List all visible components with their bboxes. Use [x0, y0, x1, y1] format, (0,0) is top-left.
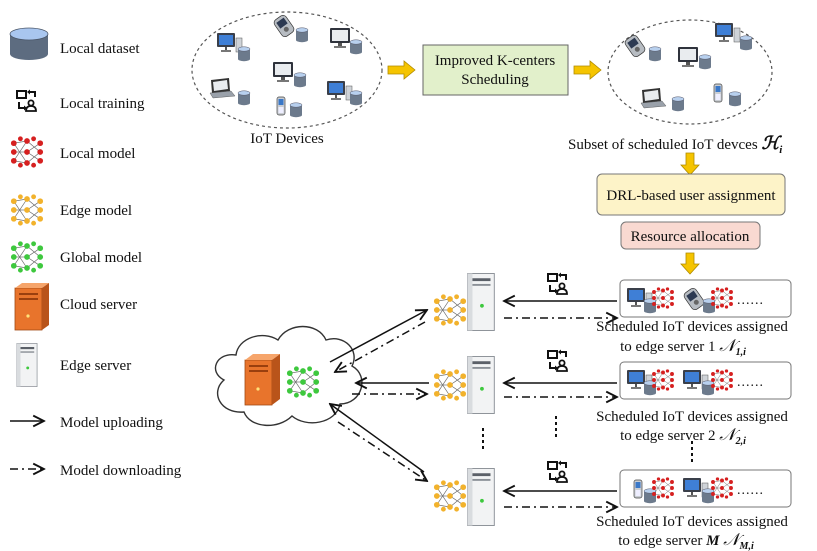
- edge-server-1: [467, 273, 495, 331]
- groupm-line2: to edge server M 𝒩M,i: [618, 530, 754, 551]
- local-training-icon: [547, 459, 568, 483]
- global-model-icon: [10, 240, 44, 274]
- flow-arrow-icon: [387, 60, 416, 80]
- upload-arrow-icon: [330, 404, 425, 473]
- edge-model-m: [433, 479, 467, 513]
- groupm-line1: Scheduled IoT devices assigned: [596, 514, 788, 530]
- group1-line2: to edge server 1 𝒩1,i: [620, 336, 746, 358]
- drl-label: DRL-based user assignment: [606, 188, 776, 204]
- edge-server-icon: [16, 343, 38, 387]
- flow-arrow-icon: [680, 252, 700, 275]
- drl-assignment-box: DRL-based user assignment: [596, 173, 786, 216]
- download-arrow-icon: [335, 321, 426, 372]
- svg-text:......: ......: [737, 375, 764, 390]
- edge-server-2: [467, 356, 495, 414]
- legend-local-model: Local model: [60, 146, 135, 162]
- device-group-m: ......: [619, 469, 792, 508]
- cloud: [214, 325, 363, 427]
- iot-devices-cluster: [191, 11, 383, 129]
- group2-line2: to edge server 2 𝒩2,i: [620, 425, 746, 447]
- edge-server-m: [467, 468, 495, 526]
- edge-device-links: [504, 301, 617, 507]
- resource-label: Resource allocation: [631, 229, 750, 245]
- local-training-icon: [16, 88, 37, 112]
- local-dataset-icon: [9, 27, 49, 60]
- svg-text:......: ......: [737, 483, 764, 498]
- group1-line1: Scheduled IoT devices assigned: [596, 319, 788, 335]
- flow-arrow-icon: [680, 152, 700, 176]
- subset-label: Subset of scheduled IoT devces ℋi: [568, 133, 783, 156]
- local-model-icon: [10, 135, 44, 169]
- flow-arrow-icon: [573, 60, 602, 80]
- iot-devices-label: IoT Devices: [250, 131, 324, 147]
- legend-local-dataset: Local dataset: [60, 41, 140, 57]
- resource-allocation-box: Resource allocation: [620, 221, 761, 250]
- local-training-icon: [547, 348, 568, 372]
- legend-model-uploading: Model uploading: [60, 415, 163, 431]
- legend-local-training: Local training: [60, 96, 145, 112]
- legend-model-downloading: Model downloading: [60, 463, 182, 479]
- kcenters-line1: Improved K-centers: [435, 53, 556, 69]
- edge-server-ellipsis: [482, 416, 693, 462]
- cloud-edge-links: [330, 310, 429, 481]
- edge-model-icon: [10, 193, 44, 227]
- svg-text:......: ......: [737, 293, 764, 308]
- edge-model-1: [433, 293, 467, 327]
- cloud-server-icon: [14, 283, 49, 331]
- edge-model-2: [433, 368, 467, 402]
- local-training-icon: [547, 271, 568, 295]
- upload-arrow-icon: [329, 310, 427, 363]
- cloud-server: [244, 354, 280, 406]
- device-group-2: ......: [619, 361, 792, 400]
- kcenters-scheduling-box: Improved K-centers Scheduling: [422, 44, 569, 96]
- legend-global-model: Global model: [60, 250, 142, 266]
- legend-cloud-server: Cloud server: [60, 297, 137, 313]
- download-arrow-icon: [337, 421, 427, 481]
- legend-edge-model: Edge model: [60, 203, 132, 219]
- legend: Local dataset Local training Local model…: [9, 27, 182, 479]
- device-group-1: ......: [619, 279, 792, 318]
- scheduled-subset-cluster: [607, 19, 773, 125]
- legend-edge-server: Edge server: [60, 358, 131, 374]
- group2-line1: Scheduled IoT devices assigned: [596, 409, 788, 425]
- kcenters-line2: Scheduling: [461, 72, 529, 88]
